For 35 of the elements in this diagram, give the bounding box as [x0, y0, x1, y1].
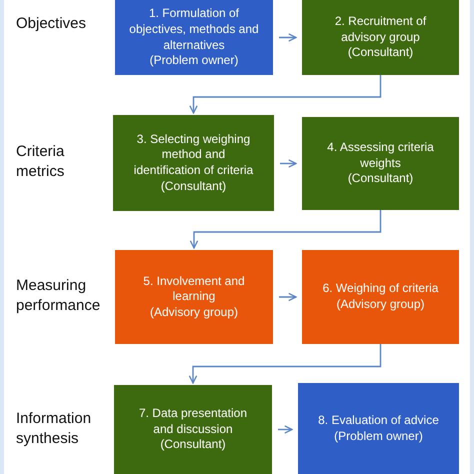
process-box [302, 250, 459, 344]
arrow [279, 292, 297, 302]
stage-label: Criteria metrics [16, 142, 66, 181]
arrow [279, 33, 297, 42]
arrow [280, 159, 297, 168]
role-text: (Advisory group) [150, 304, 238, 320]
role-text: (Problem owner) [334, 428, 423, 444]
stage-label: Objectives [16, 14, 88, 34]
step-text: 6. Weighing of criteria [322, 281, 438, 297]
step-text: 7. Data presentation and discussion [138, 406, 248, 438]
process-box [115, 0, 273, 75]
step-text: 2. Recruitment of advisory group [334, 14, 428, 46]
role-text: (Consultant) [348, 171, 414, 187]
process-box [302, 117, 459, 210]
step-text: 4. Assessing criteria weights [326, 140, 435, 172]
step-text: 5. Involvement and learning [142, 274, 246, 305]
arrow [188, 344, 382, 384]
step-text: 8. Evaluation of advice [318, 412, 439, 428]
arrow [190, 210, 382, 249]
arrow [189, 75, 382, 114]
role-text: (Consultant) [160, 178, 226, 194]
step-text: 3. Selecting weighing method and identification of criteria [132, 132, 254, 179]
role-text: (Advisory group) [336, 297, 425, 313]
stage-label: Measuring performance [16, 276, 102, 315]
process-box [113, 115, 274, 211]
role-text: (Consultant) [160, 437, 226, 453]
step-text: 1. Formulation of objectives, methods and alternatives [129, 6, 259, 54]
process-box [114, 385, 272, 474]
process-box [298, 383, 459, 474]
process-box [115, 250, 273, 344]
role-text: (Problem owner) [150, 53, 238, 69]
process-box [302, 0, 459, 75]
role-text: (Consultant) [348, 45, 414, 61]
arrow [278, 425, 293, 434]
stage-label: Information synthesis [16, 409, 92, 448]
